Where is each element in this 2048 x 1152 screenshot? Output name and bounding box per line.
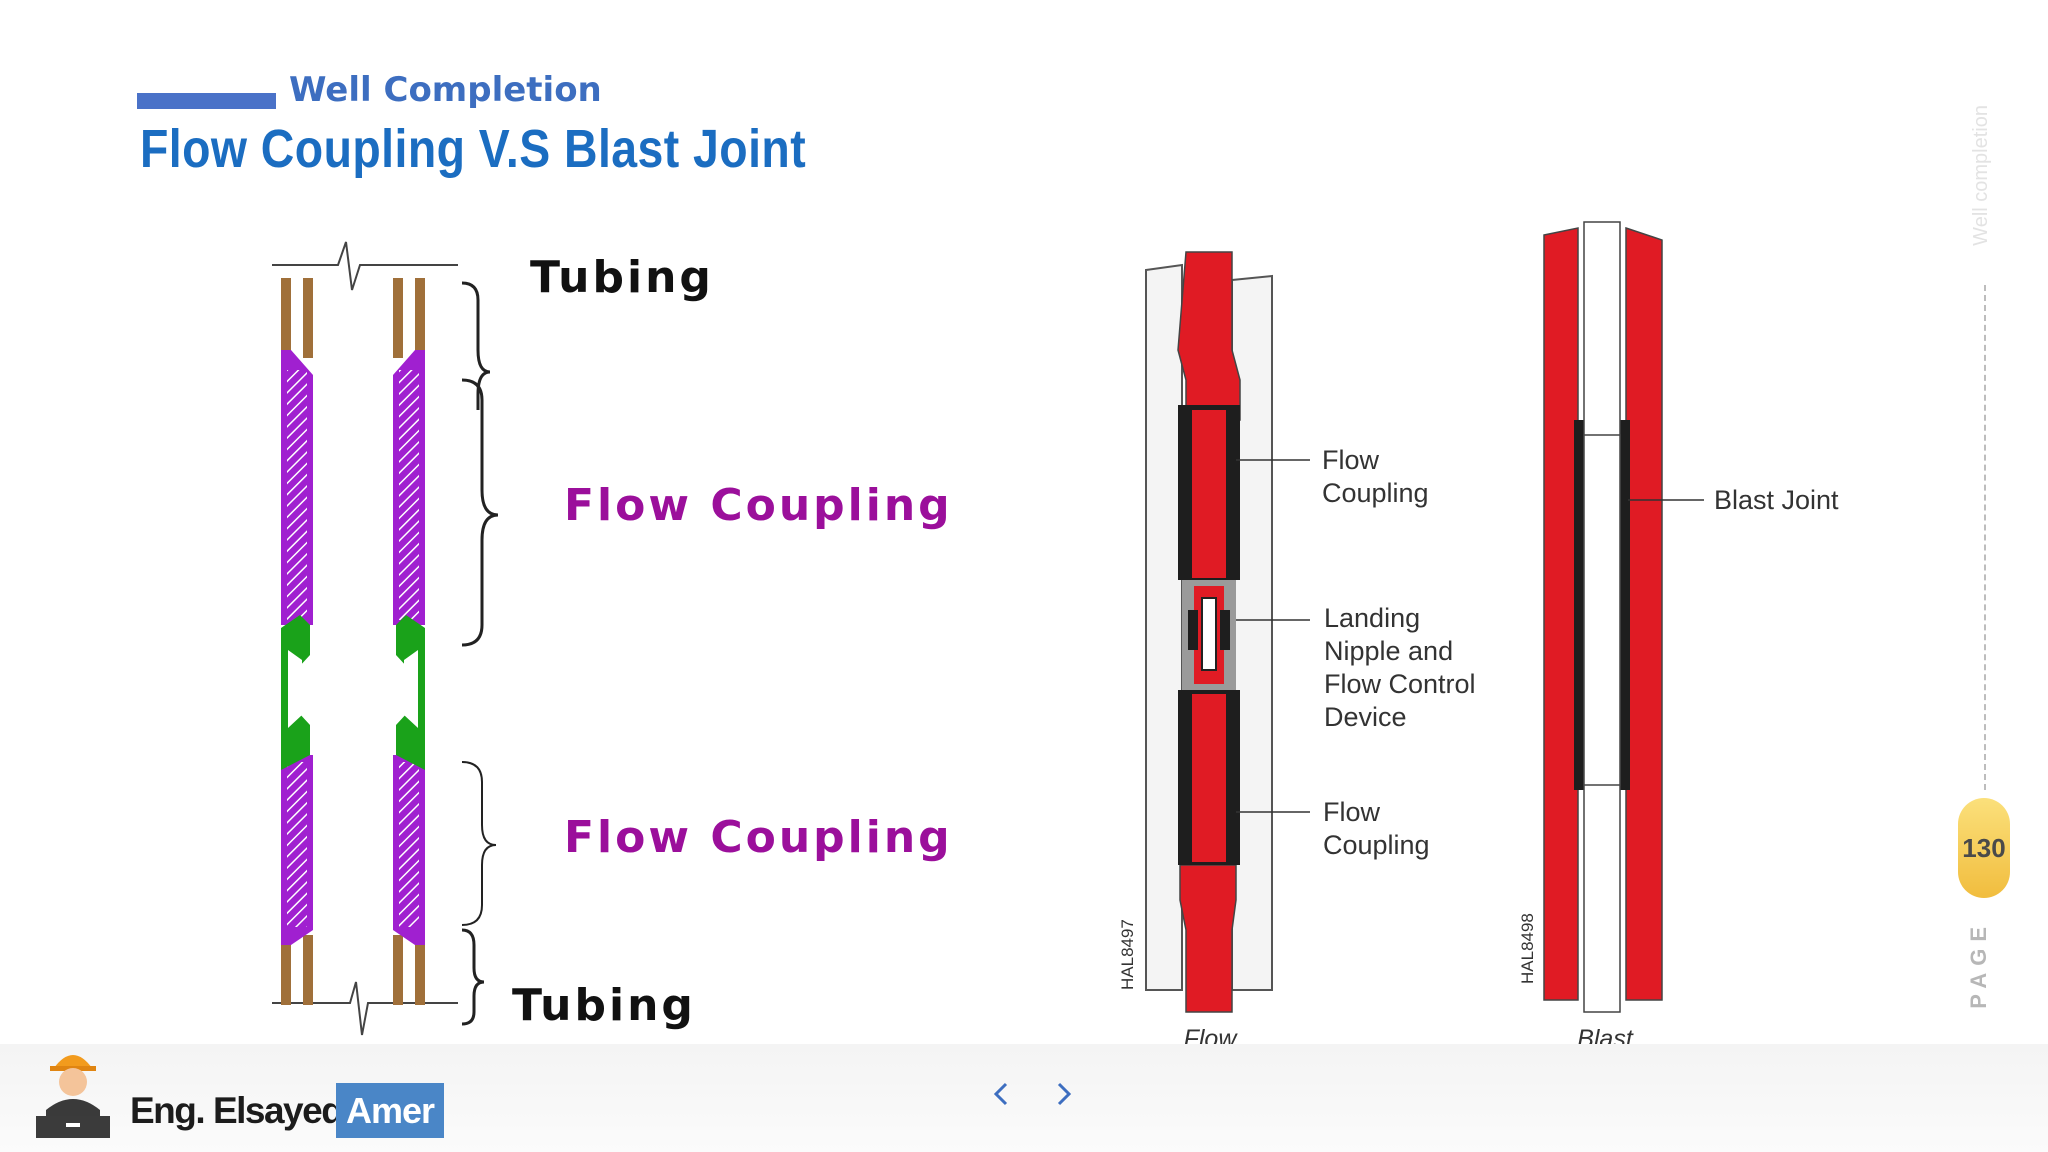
flow-coupling-label-upper: Flow Coupling (564, 480, 953, 531)
callout-landing-nipple: Landing Nipple and Flow Control Device (1324, 603, 1476, 732)
page-title: Flow Coupling V.S Blast Joint (140, 119, 807, 179)
engineer-avatar-icon (36, 1055, 110, 1138)
callout-flow-coupling-upper: Flow Coupling (1322, 445, 1429, 508)
previous-slide-button[interactable] (982, 1074, 1022, 1114)
chevron-right-icon (1057, 1082, 1072, 1106)
title-accent-bar (137, 93, 276, 109)
page-number: 130 (1962, 832, 2006, 863)
side-dashed-line (1984, 285, 1986, 790)
tubing-label-bottom: Tubing (512, 980, 696, 1031)
figure-id-blast-joint: HAL8498 (1518, 913, 1537, 984)
section-subtitle: Well Completion (289, 70, 602, 110)
next-slide-button[interactable] (1043, 1074, 1083, 1114)
author-name: Eng. Elsayed (130, 1090, 344, 1131)
flow-coupling-label-lower: Flow Coupling (564, 812, 953, 863)
callout-flow-coupling-lower: Flow Coupling (1323, 797, 1430, 860)
callout-blast-joint: Blast Joint (1714, 485, 1839, 515)
tubing-label-top: Tubing (530, 252, 714, 303)
page-number-badge: 130 (1958, 798, 2010, 898)
author-last-name: Amer (336, 1083, 445, 1138)
chevron-left-icon (993, 1082, 1008, 1106)
